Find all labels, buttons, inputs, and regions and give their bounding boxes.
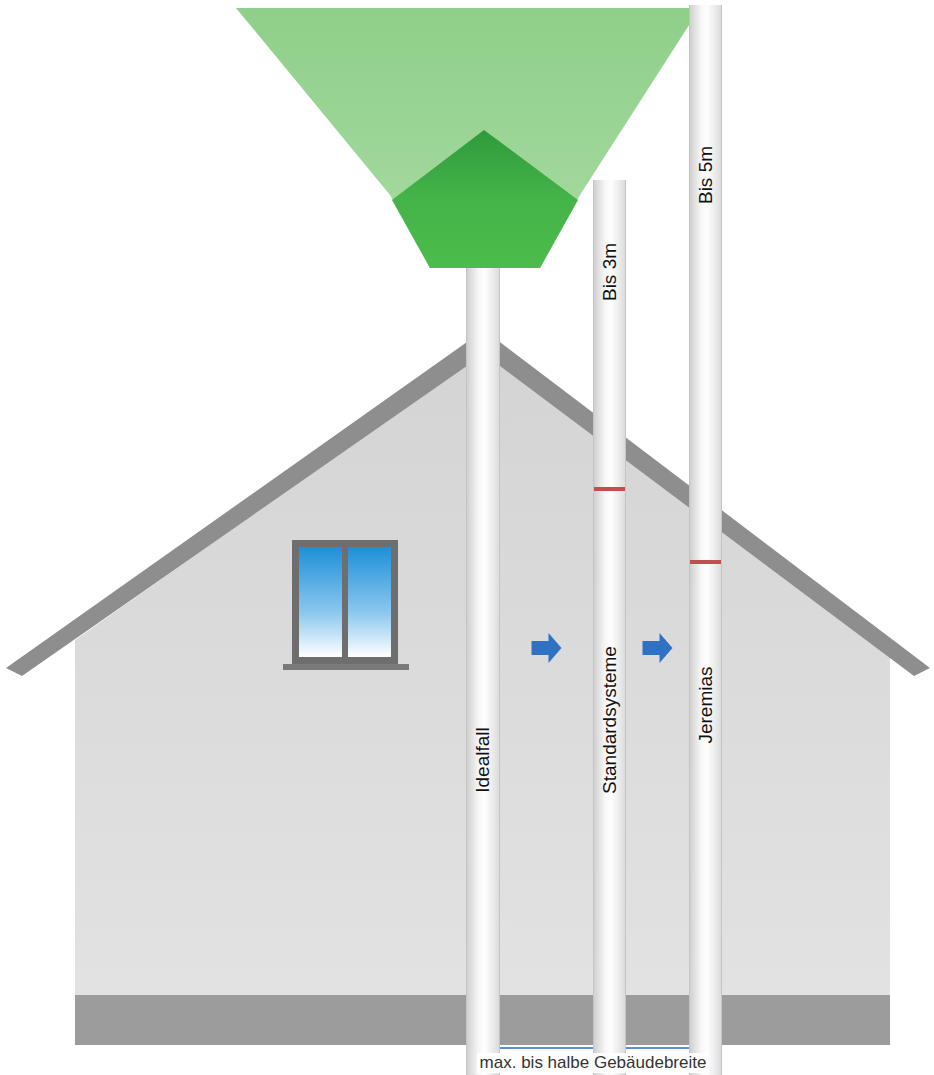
pipe-label: Bis 3m: [599, 243, 621, 301]
pipe-label: Idealfall: [472, 727, 494, 793]
window: [283, 540, 409, 670]
length-mark: [690, 560, 721, 564]
pipe-label: Bis 5m: [695, 146, 717, 204]
length-mark: [594, 487, 625, 491]
collector-inner: [392, 130, 578, 268]
flow-arrow: [643, 633, 673, 663]
pipe-label: Jeremias: [695, 666, 717, 743]
pipe: Idealfall: [466, 268, 500, 1075]
pipe: Bis 3m Standardsysteme: [593, 180, 626, 1075]
dimension-label: max. bis halbe Gebäudebreite: [477, 1053, 710, 1073]
collector-funnel: [236, 8, 700, 268]
pipe: Bis 5m Jeremias: [689, 5, 722, 1075]
pipe-label: Standardsysteme: [599, 646, 621, 794]
flow-arrow: [532, 633, 562, 663]
